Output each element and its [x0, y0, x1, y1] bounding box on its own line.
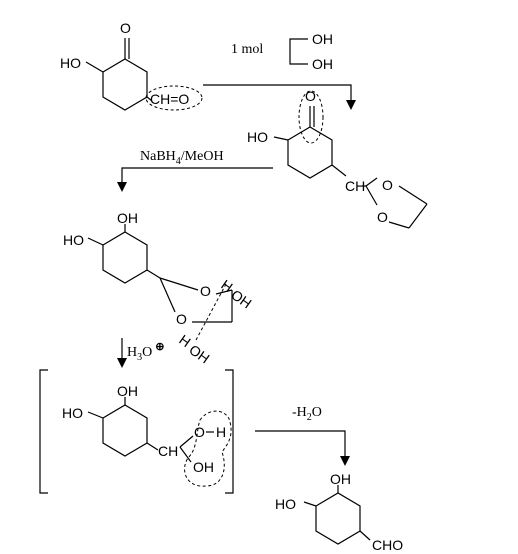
water-loss-highlight: [184, 410, 232, 487]
arrow-step-1: [203, 84, 356, 110]
intermediate-oh-label: OH: [193, 459, 214, 475]
reagent-amount: 1 mol: [231, 42, 263, 57]
product-cho-label: CHO: [372, 537, 403, 553]
intermediate-ho-label: HO: [62, 405, 83, 421]
glycol-oh-bottom: OH: [312, 56, 333, 72]
product-molecule: OH HO CHO: [275, 471, 403, 553]
intermediate-oh-top: OH: [117, 383, 138, 399]
acetal-ho-label: HO: [247, 129, 268, 145]
aldehyde-highlight-ellipse: [145, 85, 203, 111]
acetal-molecule: HO O CH O O: [247, 88, 428, 229]
product-ho-label: HO: [275, 496, 296, 512]
reduction-reagent: NaBH4/MeOH: [140, 149, 224, 167]
acetal-ring-o-top: O: [382, 177, 393, 193]
intermediate-h-label: H: [216, 424, 226, 440]
intermediate-o-label: O: [194, 424, 205, 440]
reduced-oh-top: OH: [117, 210, 138, 226]
product-oh-top: OH: [330, 471, 351, 487]
acetal-ketone-o-label: O: [305, 88, 316, 104]
reduced-ring-o-bottom: O: [176, 311, 187, 327]
elimination-label: -H2O: [292, 405, 322, 423]
reduced-ring-o-top: O: [200, 283, 211, 299]
intermediate-ch-label: CH: [158, 443, 178, 459]
arrow-step-4: [255, 430, 350, 466]
reactant-ketone-o-label: O: [120, 20, 131, 36]
ketone-highlight-ellipse: [298, 90, 324, 144]
acetal-ch-label: CH: [345, 178, 365, 194]
intermediate-molecule: OH HO CH O H OH: [62, 383, 232, 487]
hydrolysis-reagent: H3O⊕: [127, 341, 164, 363]
arrow-step-3: [117, 338, 127, 368]
intermediate-brackets: [39, 369, 234, 494]
reduced-ho-label: HO: [63, 232, 84, 248]
reactant-aldehyde-label: CH=O: [150, 91, 189, 107]
reactant-ho-label: HO: [60, 55, 81, 71]
water-oh-2: OH: [186, 341, 212, 366]
glycol-oh-top: OH: [312, 31, 333, 47]
arrow-step-2: [117, 167, 273, 192]
reactant-molecule: HO O CH=O: [60, 20, 203, 111]
acetal-ring-o-bottom: O: [377, 209, 388, 225]
glycol-reagent: 1 mol OH OH: [231, 31, 333, 72]
